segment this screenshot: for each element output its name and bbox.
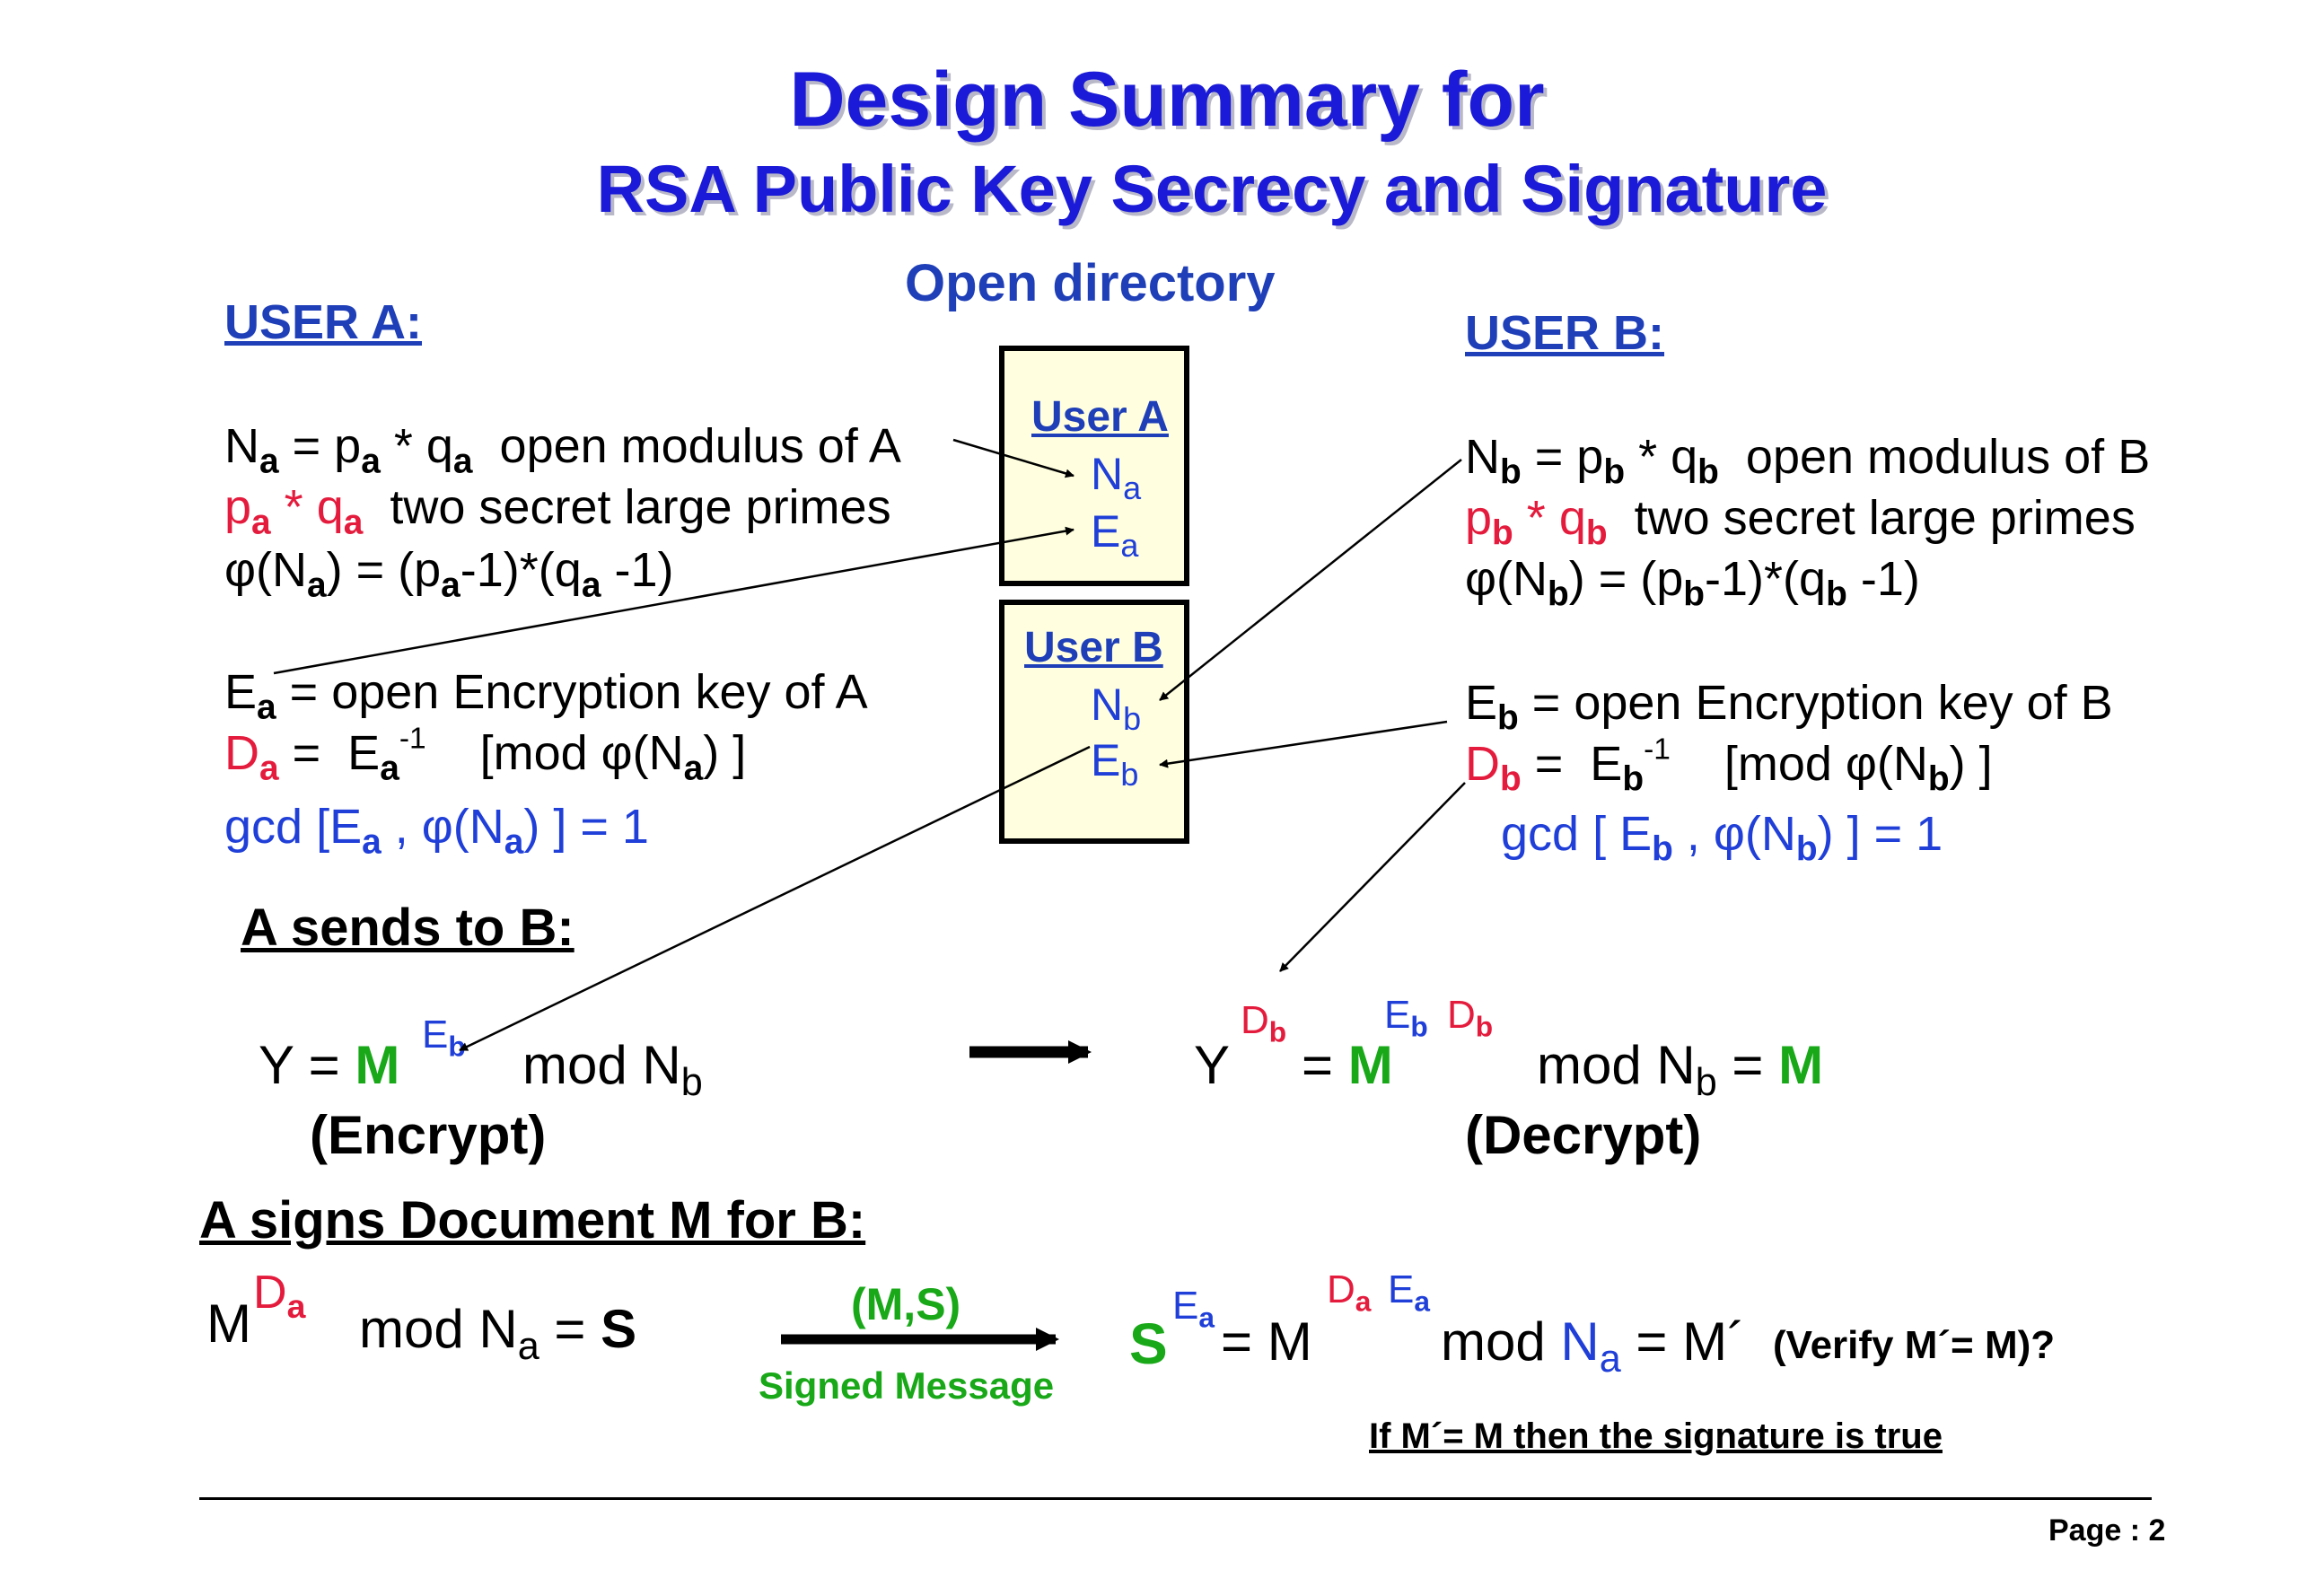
- directory-user-a-key: Ea: [1091, 506, 1139, 564]
- directory-user-b-label: User B: [1024, 624, 1163, 671]
- verify-m-exponent-d: Da: [1327, 1267, 1372, 1318]
- signed-message-label: Signed Message: [759, 1364, 1055, 1407]
- user-a-phi: φ(Na) = (pa-1)*(qa -1): [224, 543, 674, 605]
- directory-user-b-modulus: Nb: [1091, 680, 1142, 737]
- user-b-enc-key: Eb = open Encryption key of B: [1465, 676, 2113, 738]
- user-a-enc-key: Ea = open Encryption key of A: [224, 665, 868, 727]
- title-line-2: RSA Public Key Secrecy and Signature: [596, 152, 1828, 226]
- decrypt-y-exponent: Db: [1241, 998, 1287, 1048]
- signature-conclusion: If M´= M then the signature is true: [1369, 1416, 1943, 1456]
- user-a-modulus-eq: Na = pa * qa open modulus of A: [224, 419, 901, 481]
- sign-m: M: [206, 1293, 251, 1354]
- user-b-gcd: gcd [ Eb , φ(Nb) ] = 1: [1501, 807, 1943, 869]
- directory-user-a-label: User A: [1031, 393, 1169, 441]
- arrow-eb-to-directory: [1159, 720, 1448, 768]
- verify-m: = M: [1221, 1311, 1312, 1372]
- title-line-1: Design Summary for: [789, 57, 1545, 143]
- user-a-primes: pa * qa two secret large primes: [224, 480, 891, 542]
- user-b-phi: φ(Nb) = (pb-1)*(qb -1): [1465, 552, 1920, 614]
- verify-mod: mod Na = M´: [1441, 1311, 1746, 1381]
- user-b-dec-key: Db = Eb-1 [mod φ(Nb) ]: [1465, 732, 1993, 799]
- encrypt-equation: Y = M: [259, 1035, 400, 1095]
- user-a-dec-key: Da = Ea-1 [mod φ(Na) ]: [224, 722, 747, 788]
- verify-s: S: [1129, 1311, 1168, 1376]
- user-b-modulus-eq: Nb = pb * qb open modulus of B: [1465, 430, 2151, 492]
- message-pair: (M,S): [851, 1279, 961, 1329]
- user-b-header: USER B:: [1465, 306, 1665, 360]
- directory-user-b-key: Eb: [1091, 735, 1139, 793]
- footer-rule: [199, 1497, 2152, 1500]
- decrypt-label: (Decrypt): [1465, 1105, 1702, 1165]
- decrypt-m-exponent-d: Db: [1447, 993, 1494, 1043]
- user-b-primes: pb * qb two secret large primes: [1465, 491, 2136, 553]
- encrypt-label: (Encrypt): [310, 1105, 547, 1165]
- sign-mod: mod Na = S: [359, 1299, 637, 1368]
- user-a-gcd: gcd [Ea , φ(Na) ] = 1: [224, 800, 649, 862]
- directory-box-user-b: User B Nb Eb: [999, 600, 1189, 844]
- arrow-nb-to-directory: [1159, 459, 1462, 701]
- decrypt-m-exponent-e: Eb: [1384, 993, 1428, 1043]
- directory-box-user-a: User A Na Ea: [999, 346, 1189, 586]
- sends-header: A sends to B:: [241, 899, 574, 957]
- decrypt-m: = M: [1302, 1035, 1393, 1095]
- verify-m-exponent-e: Ea: [1388, 1267, 1430, 1318]
- open-directory-label: Open directory: [905, 254, 1276, 312]
- encrypt-mod: mod Nb: [522, 1035, 703, 1104]
- verify-s-exponent: Ea: [1172, 1284, 1215, 1334]
- arrow-db-to-decrypt: [1279, 782, 1466, 972]
- page-number: Page : 2: [2048, 1513, 2166, 1548]
- signs-header: A signs Document M for B:: [199, 1191, 866, 1250]
- user-a-header: USER A:: [224, 295, 423, 349]
- decrypt-mod: mod Nb = M: [1537, 1035, 1824, 1104]
- directory-user-a-modulus: Na: [1091, 449, 1142, 506]
- arrow-na-to-directory: [952, 438, 1074, 478]
- verify-question: (Verify M´= M)?: [1773, 1323, 2056, 1367]
- decrypt-y: Y: [1194, 1035, 1231, 1095]
- encrypt-exponent: Eb: [422, 1013, 466, 1063]
- sign-exponent: Da: [253, 1267, 306, 1326]
- arrow-eb-to-encrypt: [459, 745, 1091, 1052]
- arrow-ea-to-directory: [273, 526, 1074, 675]
